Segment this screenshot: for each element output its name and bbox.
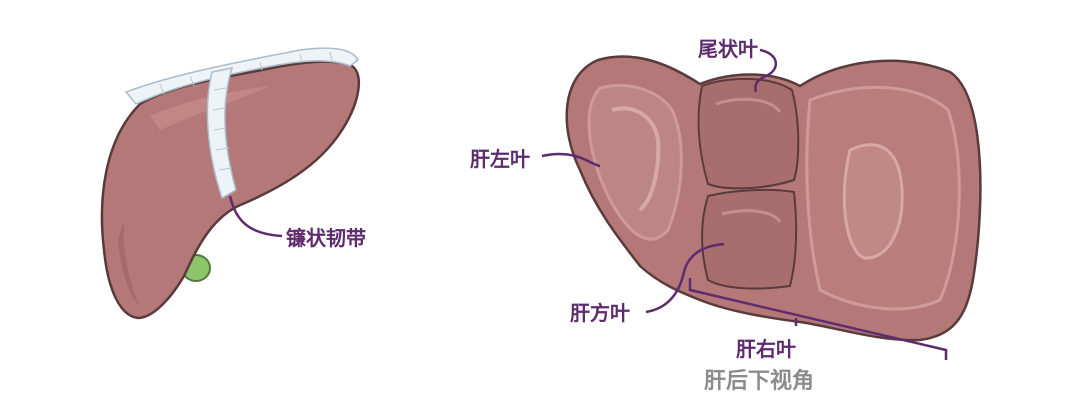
right-lobe-bracket — [688, 278, 948, 360]
right-lobe-inner — [842, 143, 904, 260]
view-caption: 肝后下视角 — [704, 368, 814, 394]
liver-anterior-shade-2 — [118, 220, 140, 306]
falciform-ligament-band — [206, 67, 237, 200]
quadrate-lobe-shape — [701, 188, 798, 290]
falciform-ligament-label: 镰状韧带 — [286, 226, 366, 250]
liver-anterior-illustration — [100, 47, 360, 320]
falciform-leader-line — [228, 195, 283, 238]
caudate-lobe-label: 尾状叶 — [698, 37, 758, 61]
quadrate-lobe-label: 肝方叶 — [570, 301, 630, 325]
quadrate-leader-line — [645, 242, 725, 314]
liver-posteroinferior-illustration — [541, 48, 982, 360]
quadrate-lobe-highlight — [721, 209, 782, 223]
left-lobe-leader-line — [541, 152, 601, 168]
right-lobe-label: 肝右叶 — [736, 337, 796, 361]
coronary-ligament-band — [124, 47, 359, 105]
caudate-leader-line — [754, 48, 777, 93]
caudate-lobe-shape — [697, 78, 800, 190]
caudate-lobe-highlight — [715, 97, 782, 113]
left-lobe-contour — [587, 83, 683, 241]
left-lobe-label: 肝左叶 — [470, 147, 530, 171]
ligament-fringe — [159, 51, 333, 171]
left-lobe-highlight — [611, 106, 661, 212]
